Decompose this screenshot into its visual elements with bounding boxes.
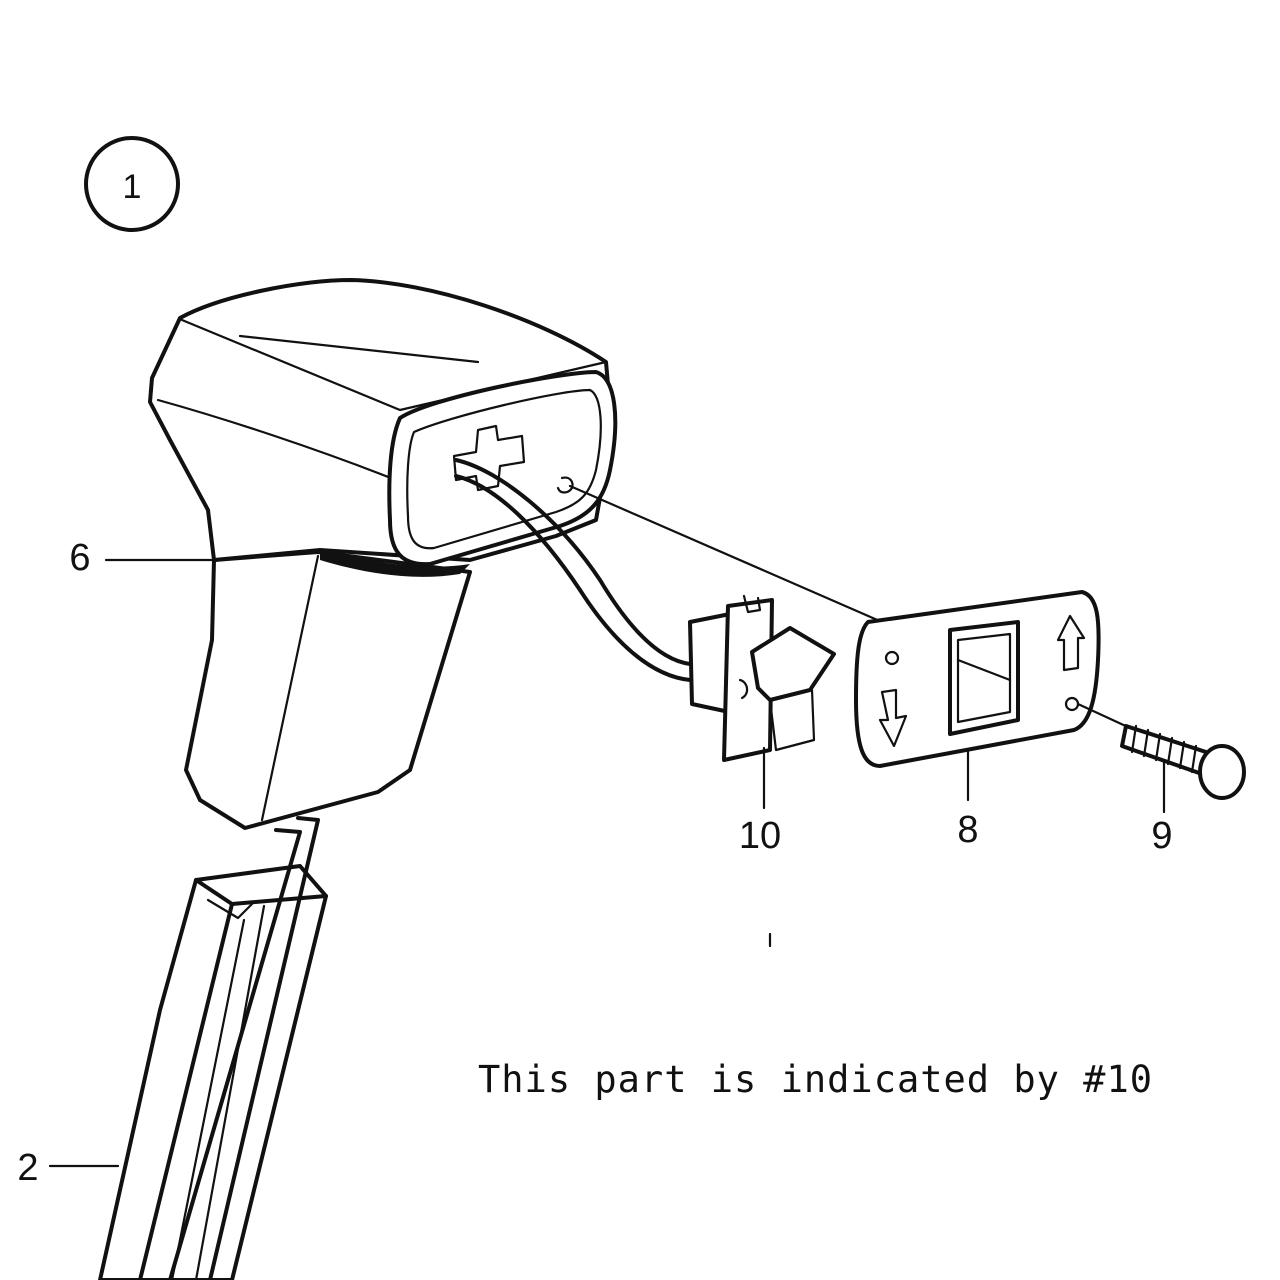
part-caption: This part is indicated by #10 [478, 1058, 1154, 1101]
callout-9: 9 [1151, 815, 1172, 857]
cover-plate-part [854, 590, 1101, 768]
switch-part [688, 594, 836, 762]
figure-number: 1 [123, 168, 142, 206]
screw-part [1076, 702, 1246, 800]
figure-number-badge: 1 [84, 136, 180, 232]
assembly-guide-line [568, 484, 884, 624]
wire [454, 458, 692, 682]
callout-2: 2 [17, 1147, 38, 1189]
callout-10: 10 [739, 815, 781, 857]
leader-lines [48, 558, 1166, 1168]
lever-part [98, 816, 328, 1280]
handle-part [148, 278, 618, 830]
callout-6: 6 [69, 537, 90, 579]
callout-8: 8 [957, 809, 978, 851]
